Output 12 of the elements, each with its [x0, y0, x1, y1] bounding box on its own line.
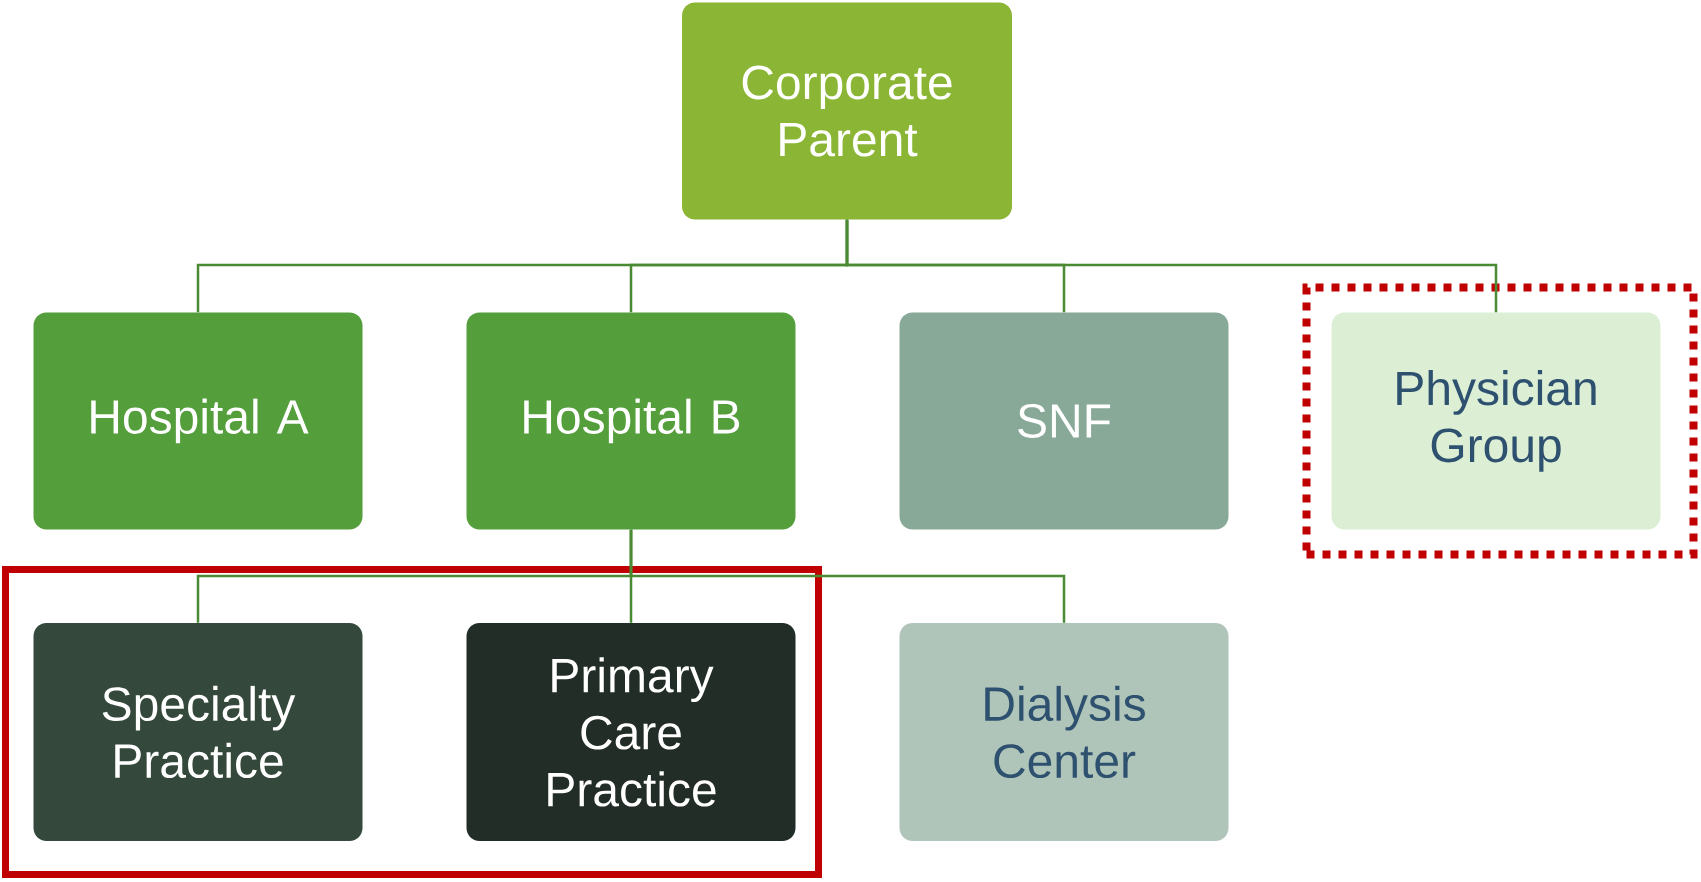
- org-box: Physician Group: [1331, 312, 1661, 530]
- org-box: Dialysis Center: [899, 623, 1229, 841]
- org-box: Primary Care Practice: [466, 623, 796, 841]
- highlight-frame: [1302, 283, 1698, 559]
- connector-line: [629, 529, 1066, 623]
- connector-line: [845, 219, 1498, 313]
- org-box: SNF: [899, 312, 1229, 530]
- org-box: Hospital B: [466, 312, 796, 530]
- highlight-frame: [2, 566, 822, 878]
- org-box: Corporate Parent: [682, 2, 1012, 220]
- org-box: Specialty Practice: [33, 623, 363, 841]
- org-box: Hospital A: [33, 312, 363, 530]
